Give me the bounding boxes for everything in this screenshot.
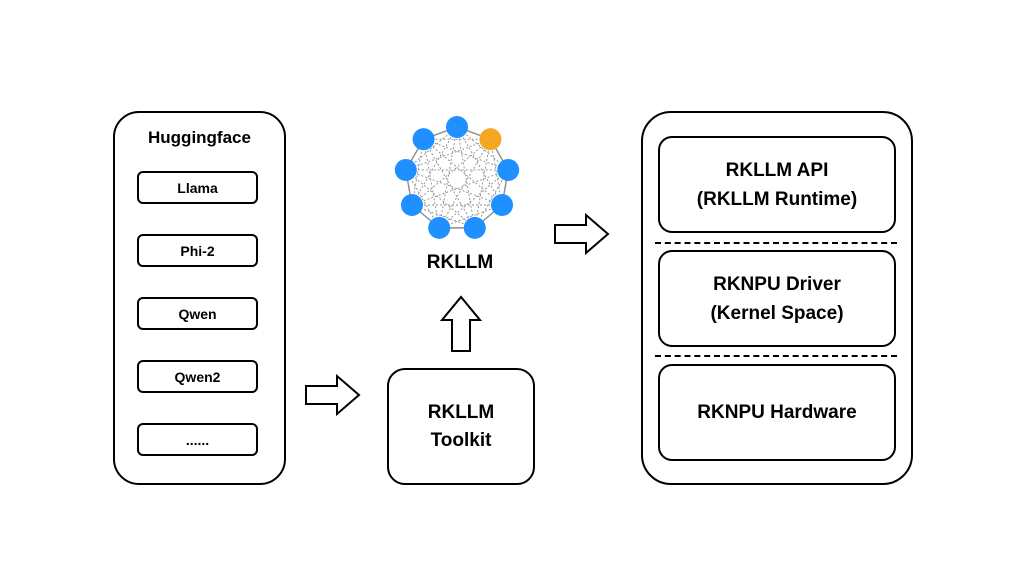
rkllm-label: RKLLM: [426, 252, 494, 273]
network-edge: [411, 139, 425, 206]
network-edge: [456, 126, 503, 206]
network-edge: [405, 169, 476, 229]
network-node: [400, 194, 423, 216]
network-edge: [474, 139, 491, 228]
huggingface-title: Huggingface: [148, 128, 251, 147]
toolkit-line-2: Toolkit: [430, 429, 492, 451]
network-edge: [405, 138, 491, 171]
network-edge: [411, 169, 509, 206]
toolkit-line-1: RKLLM: [427, 401, 495, 423]
network-edge: [405, 169, 440, 229]
network-edge: [411, 138, 491, 206]
network-edge: [423, 139, 440, 228]
model-item-qwen2: Qwen2: [137, 360, 258, 393]
network-edge: [456, 126, 476, 228]
network-node: [479, 128, 502, 151]
network-edge: [405, 126, 458, 171]
rkllm-toolkit-box: RKLLM Toolkit: [387, 368, 535, 485]
arrow-right-icon: [305, 373, 361, 417]
model-item-llama: Llama: [137, 171, 258, 204]
arrow-up-icon: [439, 295, 483, 352]
network-edge: [411, 204, 475, 229]
layer-title: RKNPU Driver: [713, 273, 841, 295]
network-node: [394, 158, 417, 181]
network-edge: [405, 169, 503, 206]
network-edge: [423, 138, 509, 171]
network-edge: [438, 169, 509, 229]
network-edge: [438, 126, 458, 228]
layer-subtitle: (Kernel Space): [710, 302, 844, 324]
model-item-qwen: Qwen: [137, 297, 258, 330]
layer-rkllm-api: RKLLM API (RKLLM Runtime): [658, 136, 896, 233]
network-edge: [439, 204, 503, 229]
network-node: [446, 116, 468, 138]
dashed-divider: [655, 355, 897, 357]
network-edge: [411, 126, 458, 206]
network-edge: [438, 138, 491, 229]
network-edge: [423, 138, 503, 206]
layer-rknpu-driver: RKNPU Driver (Kernel Space): [658, 250, 896, 347]
network-node: [491, 194, 514, 216]
model-item-more: ......: [137, 423, 258, 456]
network-edge: [489, 139, 503, 206]
dashed-divider: [655, 242, 897, 244]
network-graph-icon: [394, 116, 520, 239]
network-node: [428, 216, 451, 239]
layer-title: RKNPU Hardware: [697, 402, 857, 423]
model-item-phi-2: Phi-2: [137, 234, 258, 267]
layer-rknpu-hardware: RKNPU Hardware: [658, 364, 896, 461]
network-edge: [456, 126, 509, 171]
layer-title: RKLLM API: [725, 159, 829, 181]
network-edge: [423, 138, 476, 229]
network-node: [463, 216, 486, 239]
network-node: [497, 158, 520, 181]
network-edge: [474, 169, 509, 229]
layer-subtitle: (RKLLM Runtime): [696, 188, 858, 210]
network-node: [412, 128, 435, 151]
runtime-stack-panel: [641, 111, 913, 485]
arrow-right-icon: [554, 212, 610, 256]
